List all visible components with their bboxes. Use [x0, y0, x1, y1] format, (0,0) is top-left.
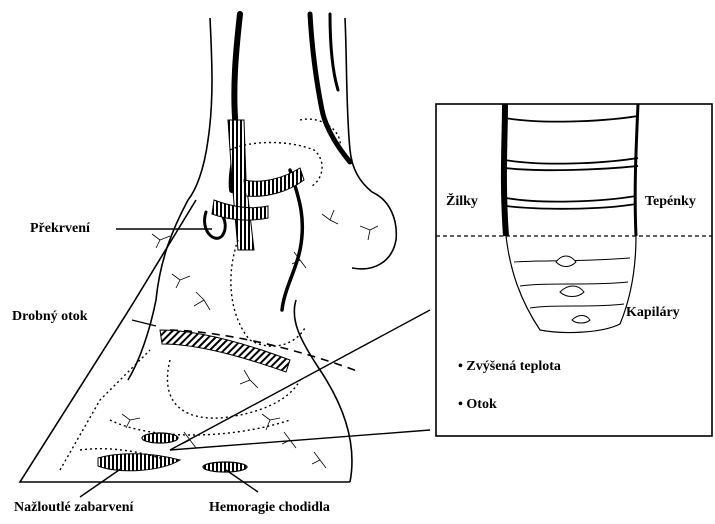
bullet-text: Otok — [466, 397, 496, 412]
bullet-text: Zvýšená teplota — [466, 359, 561, 374]
bullet-symbol: • — [458, 359, 463, 374]
label-sole-hemorrhage: Hemoragie chodidla — [209, 500, 330, 516]
label-capillaries: Kapiláry — [626, 305, 680, 321]
dark-vessels — [205, 14, 350, 310]
label-veins: Žilky — [446, 194, 478, 210]
label-hyperemia: Překrvení — [30, 221, 90, 237]
leg-outline — [156, 18, 396, 300]
bullet-item: • Zvýšená teplota — [458, 359, 561, 375]
inset-panel — [436, 104, 712, 436]
label-arteries: Tepénky — [645, 194, 696, 210]
label-yellowish-discoloration: Nažloutlé zabarvení — [14, 500, 133, 516]
label-small-swelling: Drobný otok — [12, 309, 88, 325]
bullet-item: • Otok — [458, 397, 497, 413]
bullet-symbol: • — [458, 397, 463, 412]
